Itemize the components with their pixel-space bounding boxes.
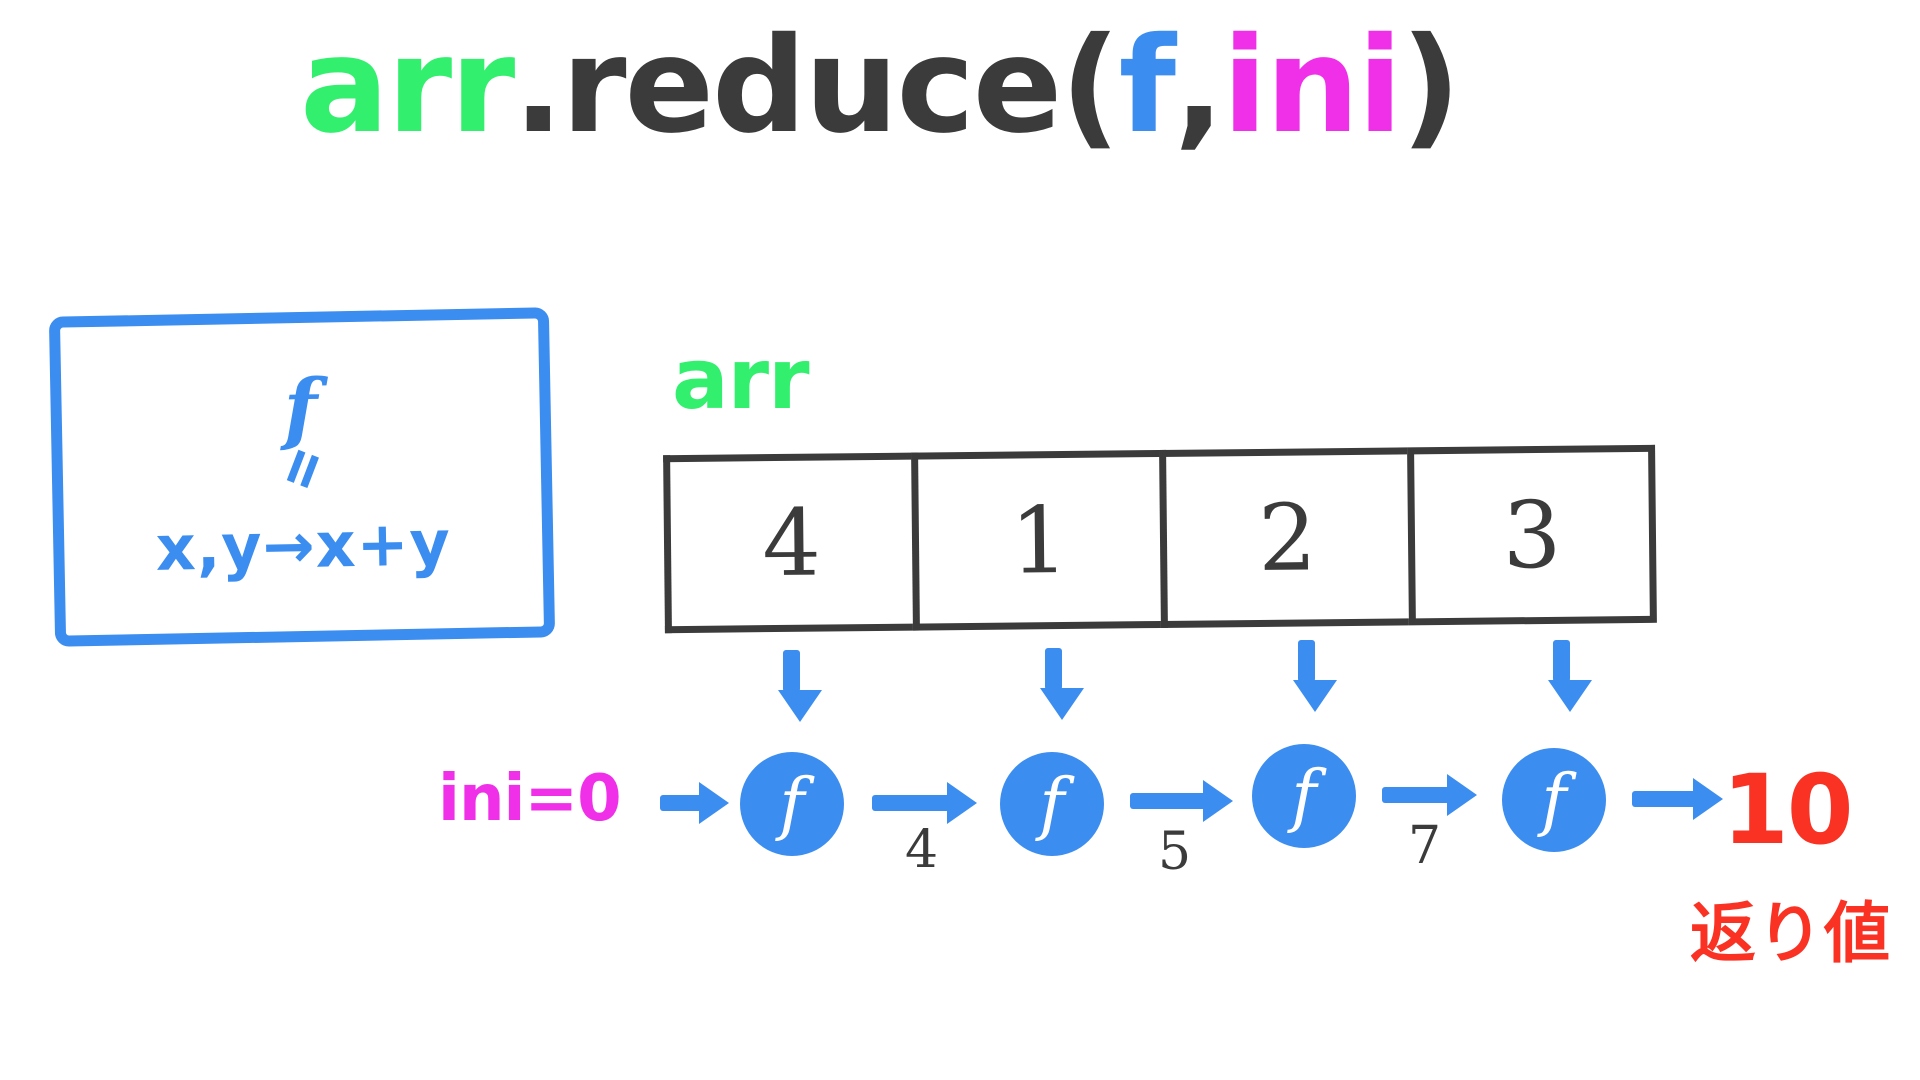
intermediate-value: 4 — [905, 820, 939, 880]
result-caption: 返り値 — [1690, 895, 1891, 972]
reduce-step-node: f — [1252, 744, 1356, 848]
right-arrow-icon — [1382, 774, 1477, 816]
array-cell: 2 — [1159, 447, 1409, 628]
definition-equals: = — [259, 440, 343, 503]
title-param-f: f — [1118, 9, 1176, 163]
array-cell: 3 — [1407, 444, 1657, 626]
array-table: 4 1 2 3 — [663, 444, 1657, 634]
title-comma: , — [1174, 9, 1224, 163]
definition-symbol: f — [283, 362, 319, 455]
down-arrow-icon — [1548, 640, 1592, 712]
right-arrow-icon — [872, 782, 977, 824]
right-arrow-icon — [1632, 778, 1723, 820]
down-arrow-icon — [778, 650, 822, 722]
initial-value-label: ini=0 — [438, 762, 622, 836]
down-arrow-icon — [1293, 640, 1337, 712]
title-method: .reduce( — [513, 9, 1120, 163]
intermediate-value: 7 — [1408, 816, 1442, 876]
function-definition-content: f = x,y→x+y — [49, 307, 555, 647]
right-arrow-icon — [1130, 780, 1233, 822]
title-close-paren: ) — [1400, 9, 1461, 163]
title-param-ini: ini — [1222, 9, 1402, 163]
array-cell: 4 — [663, 452, 913, 634]
definition-formula: x,y→x+y — [155, 506, 452, 585]
reduce-step-node: f — [740, 752, 844, 856]
down-arrow-icon — [1040, 648, 1084, 720]
title-arr: arr — [300, 9, 515, 163]
array-label: arr — [672, 330, 810, 428]
page-title: arr.reduce(f, ini) — [300, 9, 1461, 163]
right-arrow-icon — [660, 782, 729, 824]
intermediate-value: 5 — [1158, 822, 1192, 882]
array-cell: 1 — [911, 450, 1161, 631]
reduce-step-node: f — [1000, 752, 1104, 856]
reduce-step-node: f — [1502, 748, 1606, 852]
result-value: 10 — [1722, 754, 1854, 866]
